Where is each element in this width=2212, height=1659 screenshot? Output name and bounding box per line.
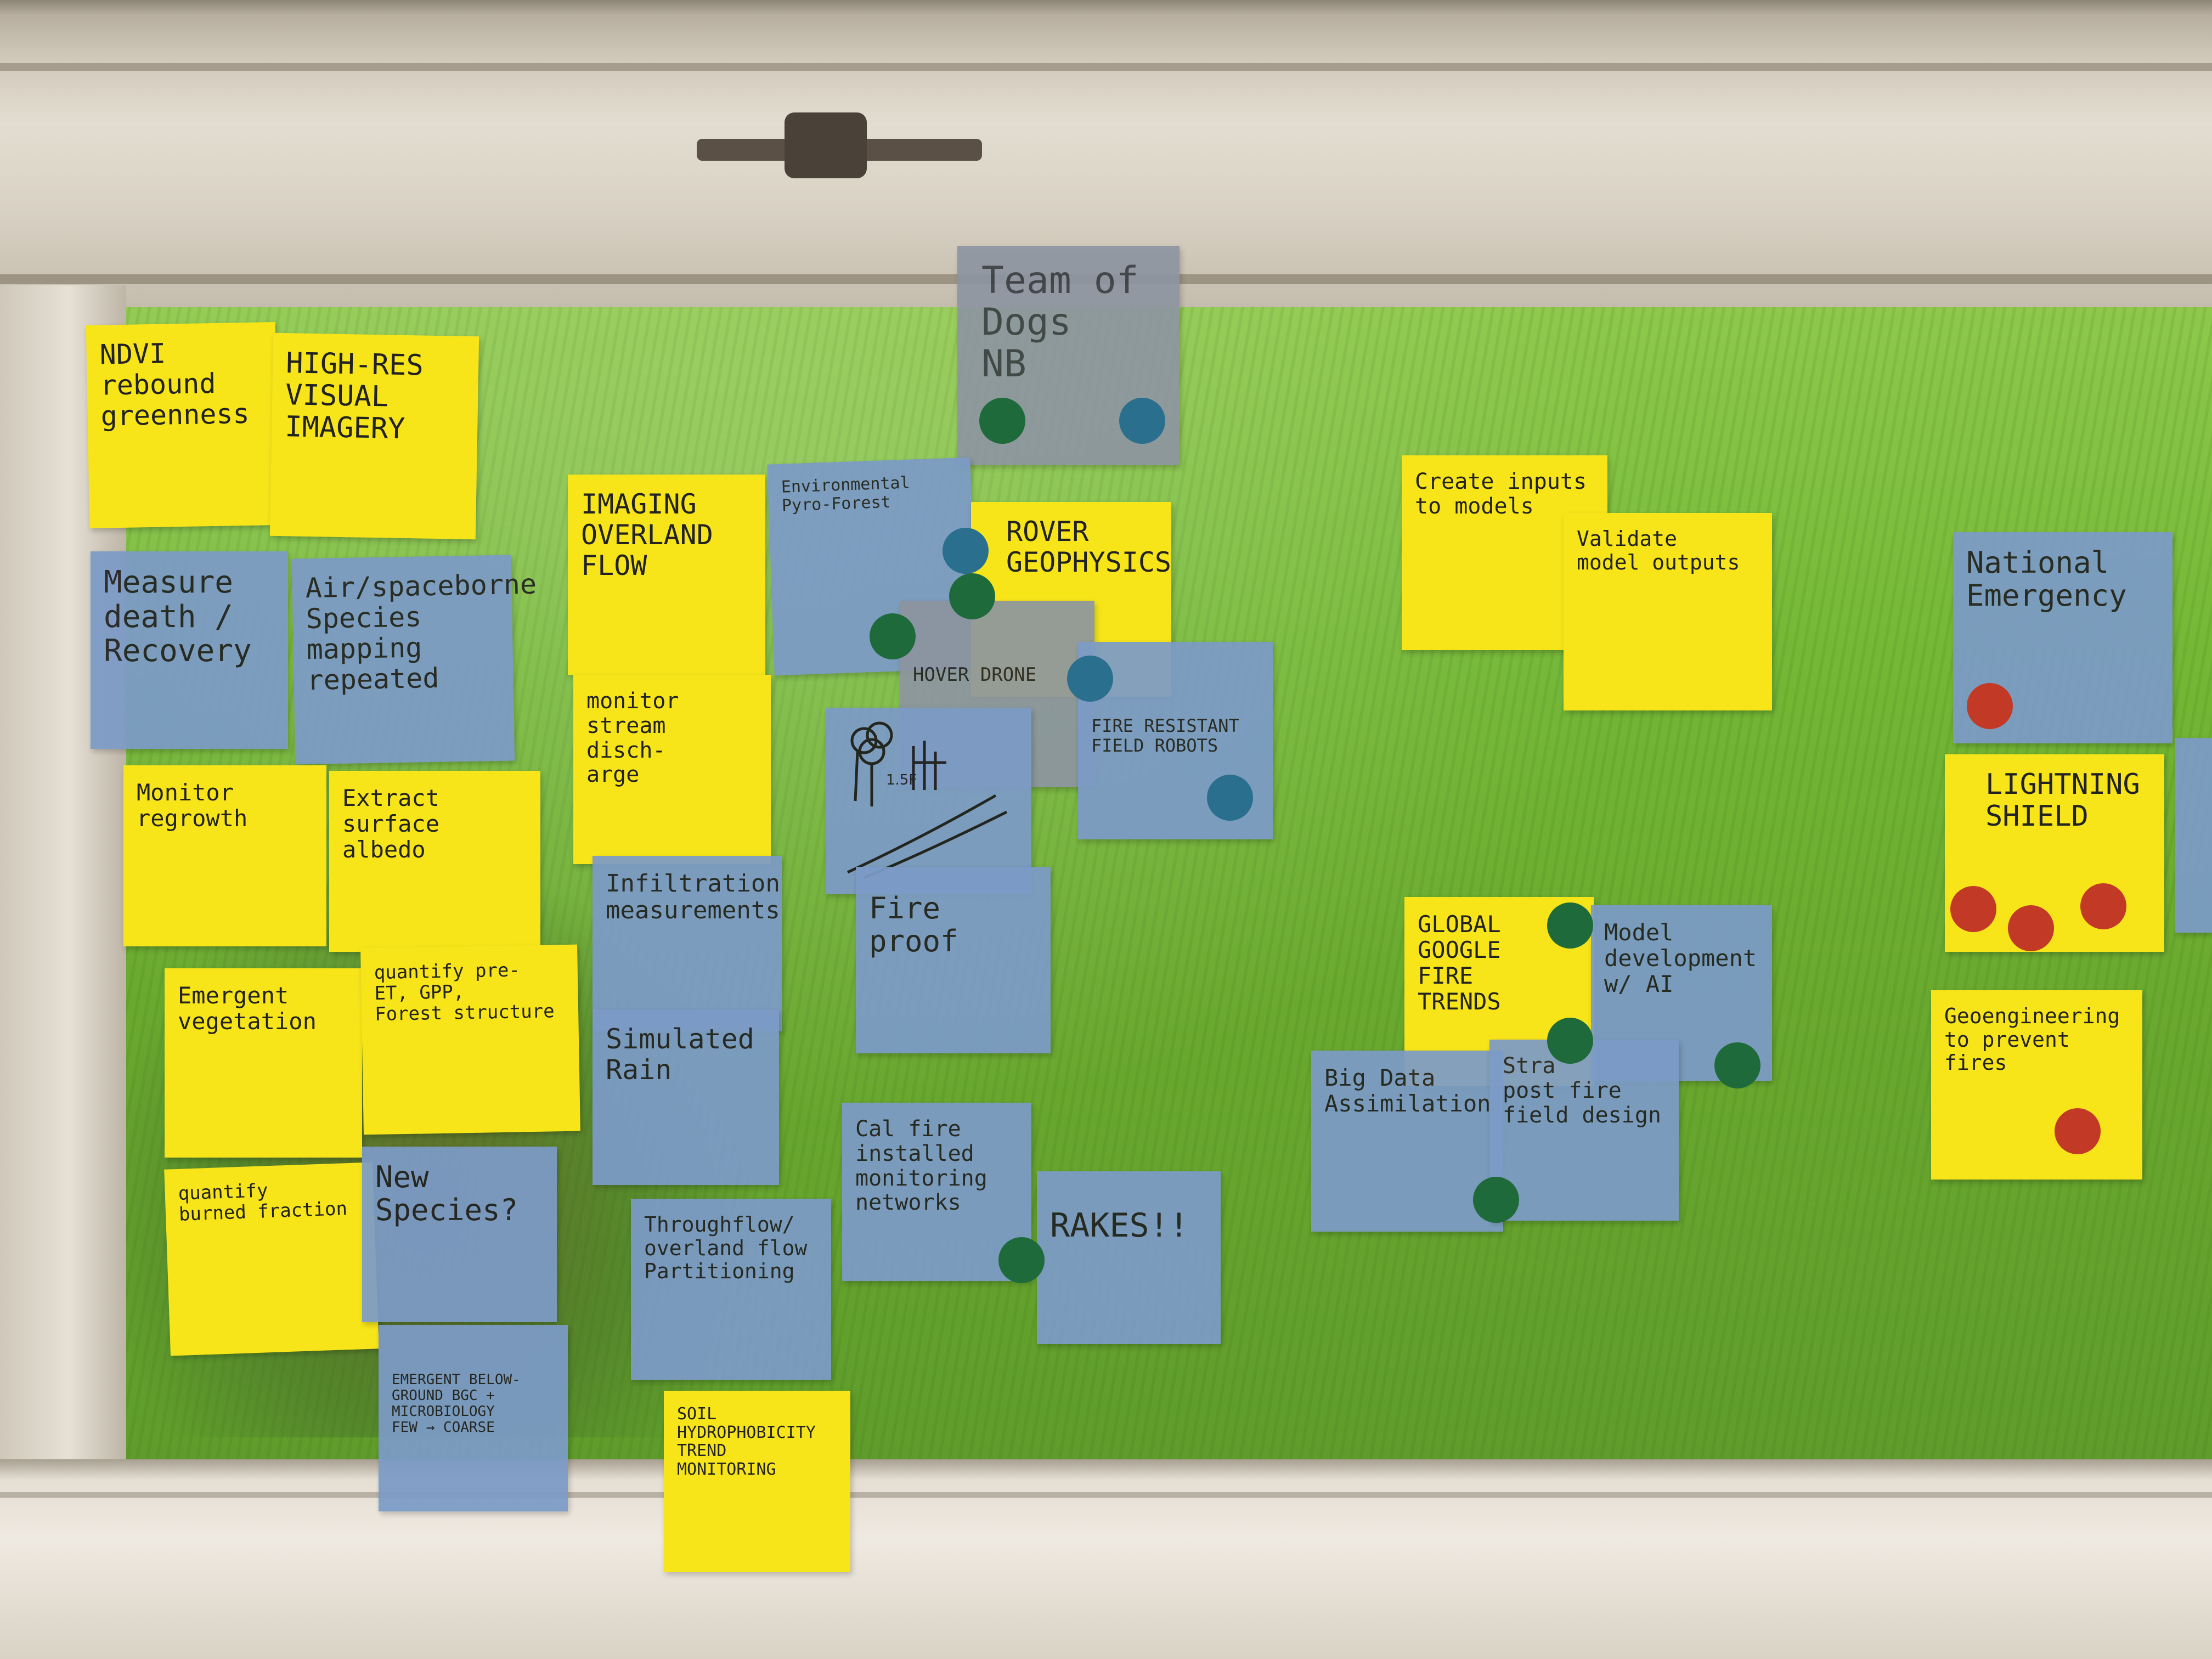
vote-dot [2055,1108,2101,1154]
note-text: Create inputs to models [1415,469,1587,519]
note-text: FIRE RESISTANT FIELD ROBOTS [1091,715,1239,756]
note-text: Stra post fire field design [1503,1053,1661,1128]
note-quantify-burned: quantify burned fraction [164,1162,379,1356]
note-imaging-overland: IMAGING OVERLAND FLOW [568,475,765,675]
vote-dot [2080,883,2126,929]
note-text: Air/spaceborne Species mapping repeated [305,568,537,697]
note-air-species: Air/spaceborne Species mapping repeated [291,555,537,765]
vote-dot [943,528,989,574]
note-high-res: HIGH-RES VISUAL IMAGERY [269,332,479,540]
vote-dot [949,573,995,619]
vote-dot [1547,902,1593,949]
note-strat-post-fire: Stra post fire field design [1489,1040,1679,1221]
vote-dot [979,398,1025,444]
note-validate: Validate model outputs [1564,513,1772,710]
vote-dot [998,1237,1045,1283]
note-text: Model development w/ AI [1604,919,1757,998]
vote-dot [1714,1042,1760,1088]
note-text: NDVI rebound greenness [99,337,250,432]
sash-edge [0,63,2212,71]
vote-dot [1473,1177,1519,1223]
latch-knob [785,112,867,178]
window-latch [697,112,982,184]
note-text: quantify burned fraction [178,1180,348,1226]
svg-text:1.5F: 1.5F [886,772,917,788]
note-ndvi: NDVI rebound greenness [86,322,279,528]
note-text: Fire proof [869,891,958,959]
note-text: Big Data Assimilation [1324,1064,1491,1118]
note-measure-death: Measure death / Recovery [91,551,288,749]
note-monitor-regrowth: Monitor regrowth [123,765,326,946]
note-text: quantify pre- ET, GPP, Forest structure [374,959,555,1026]
vote-dot [1967,683,2013,729]
vote-dot [2008,905,2054,951]
note-text: RAKES!! [1050,1206,1189,1245]
note-extract-albedo: Extract surface albedo [329,771,540,952]
window-frame-bottom [0,1459,2212,1659]
note-text: GLOBAL GOOGLE FIRE TRENDS [1418,911,1501,1015]
note-edge-partial [2175,738,2212,933]
note-big-data: Big Data Assimilation [1311,1051,1503,1232]
note-quantify-et: quantify pre- ET, GPP, Forest structure [360,944,580,1135]
vote-dot [1119,398,1165,444]
note-text: National Emergency [1966,545,2127,613]
note-fire-proof: Fire proof [856,867,1051,1053]
note-text: Monitor regrowth [137,779,248,832]
vote-dot [870,613,916,659]
note-text: New Species? [375,1160,518,1228]
note-text: Extract surface albedo [342,785,440,864]
note-text: Simulated Rain [606,1023,754,1086]
note-text: HOVER DRONE [913,664,1037,686]
note-text: IMAGING OVERLAND FLOW [581,488,713,582]
vote-dot [1207,775,1253,821]
note-text: Validate model outputs [1577,527,1740,574]
note-sketch-trees: 1.5F [826,708,1031,894]
note-soil-hydrophobicity: SOIL HYDROPHOBICITY TREND MONITORING [664,1391,850,1572]
note-emergent-below: EMERGENT BELOW- GROUND BGC + MICROBIOLOG… [379,1325,568,1511]
note-new-species: New Species? [362,1147,557,1322]
note-text: HIGH-RES VISUAL IMAGERY [284,347,424,446]
note-text: EMERGENT BELOW- GROUND BGC + MICROBIOLOG… [392,1372,521,1436]
note-text: monitor stream disch- arge [586,689,679,788]
note-text: Throughflow/ overland flow Partitioning [644,1212,808,1284]
note-simulated-rain: Simulated Rain [592,1009,779,1185]
note-text: Cal fire installed monitoring networks [855,1116,988,1216]
note-text: Infiltration measurements [606,870,780,925]
note-text: Measure death / Recovery [104,565,252,669]
note-infiltration: Infiltration measurements [592,856,782,1031]
tree-sketch-icon: 1.5F [847,721,1008,879]
note-text: ROVER GEOPHYSICS [1006,516,1172,578]
note-text: Environmental Pyro-Forest [781,473,911,516]
note-text: Team of Dogs NB [981,259,1139,386]
vote-dot [1547,1018,1593,1064]
note-geoengineering: Geoengineering to prevent fires [1931,990,2142,1180]
note-text: Emergent vegetation [178,982,317,1035]
sill-trim [0,1492,2212,1498]
note-emergent-vegetation: Emergent vegetation [165,968,362,1158]
note-monitor-stream: monitor stream disch- arge [573,675,771,864]
note-throughflow: Throughflow/ overland flow Partitioning [631,1199,831,1380]
vote-dot [1950,886,1996,932]
note-text: Geoengineering to prevent fires [1944,1004,2120,1075]
note-rakes: RAKES!! [1037,1171,1221,1344]
vote-dot [1067,656,1113,702]
note-text: SOIL HYDROPHOBICITY TREND MONITORING [677,1404,816,1479]
note-text: LIGHTNING SHIELD [1985,768,2140,833]
